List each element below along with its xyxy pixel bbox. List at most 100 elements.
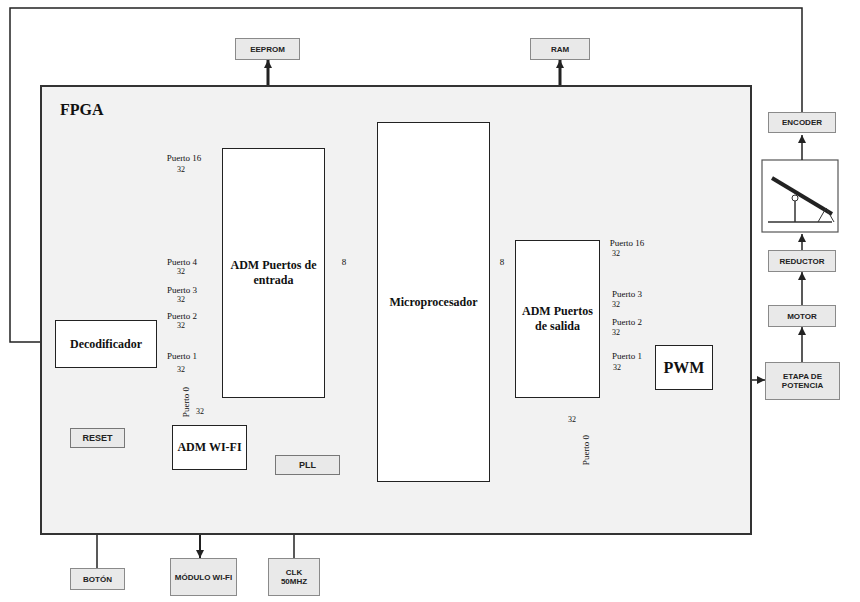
connector <box>10 8 802 342</box>
button-box: BOTÓN <box>70 568 125 590</box>
bus-slash <box>632 247 638 261</box>
port-label: Puerto 3 <box>612 290 642 299</box>
port-arrow <box>165 318 222 334</box>
connector <box>325 271 377 274</box>
ellipsis-dot <box>183 203 187 207</box>
connector <box>157 341 222 343</box>
bus-width: 32 <box>176 366 186 374</box>
node-text: MOTOR <box>787 312 817 321</box>
bus-width: 32 <box>611 301 621 309</box>
bus-width: 32 <box>611 329 621 337</box>
ellipsis-dot <box>183 218 187 222</box>
port-label: Puerto 1 <box>167 352 197 361</box>
port-arrow <box>165 264 222 280</box>
reset-box: RESET <box>70 428 125 448</box>
processor-box: Microprocesador <box>377 122 490 482</box>
bus-width: 32 <box>611 250 621 258</box>
connector-layer <box>10 8 802 568</box>
port-label: Puerto 16 <box>167 154 202 163</box>
mechanism-arrow <box>801 135 803 160</box>
port-arrow <box>165 292 222 308</box>
connector <box>293 475 295 558</box>
bus-slash <box>197 319 203 333</box>
bus-width: 32 <box>195 408 205 416</box>
decoder-box: Decodificador <box>55 320 157 368</box>
gearbox-box: REDUCTOR <box>768 250 836 272</box>
bus-slash <box>197 163 203 177</box>
node-text: PLL <box>299 460 316 470</box>
pll-box: PLL <box>275 455 340 475</box>
connector <box>490 60 560 130</box>
node-text: BOTÓN <box>83 575 112 584</box>
connector <box>268 60 400 122</box>
node-text: Decodificador <box>70 337 142 352</box>
node-text: ENCODER <box>782 118 822 127</box>
memory-box: RAM <box>530 38 590 60</box>
port-label: Puerto 0 <box>582 434 591 466</box>
node-text: ETAPA DE POTENCIA <box>769 372 836 390</box>
wifi-module-box: MÓDULO WI-FI <box>170 558 237 596</box>
port-label: 8 <box>500 258 505 267</box>
memory-box: EEPROM <box>235 38 300 60</box>
port-arrow <box>600 325 655 341</box>
power-stage-box: ETAPA DE POTENCIA <box>765 362 840 400</box>
node-text: FPGA <box>60 101 104 119</box>
sensor-box: ENCODER <box>768 112 836 133</box>
connector <box>713 379 765 381</box>
connector <box>232 398 572 520</box>
mechanism-arm <box>772 178 832 214</box>
port-label: Puerto 4 <box>167 258 197 267</box>
port-label: Puerto 2 <box>612 318 642 327</box>
mechanism-pivot <box>792 195 798 201</box>
input-port-box: ADM Puertos de entrada <box>222 148 325 398</box>
connector <box>340 464 377 466</box>
mechanism-support <box>818 208 834 222</box>
motor-box: MOTOR <box>768 305 836 327</box>
connector <box>199 470 201 558</box>
port-arrow <box>600 246 655 262</box>
node-text: PWM <box>664 359 705 377</box>
connector <box>801 272 803 305</box>
pwm-box: PWM <box>655 345 713 390</box>
node-text: ADM WI-FI <box>177 440 241 455</box>
wifi-adapter-box: ADM WI-FI <box>172 425 247 470</box>
port-arrow <box>600 297 655 313</box>
bus-slash <box>197 265 203 279</box>
bus-width: 32 <box>176 322 186 330</box>
port-label: Puerto 1 <box>611 352 643 361</box>
port-label: Puerto 0 <box>182 386 191 418</box>
node-text: EEPROM <box>250 45 285 54</box>
clock-box: CLK 50MHZ <box>268 558 320 596</box>
ellipsis-dot <box>624 264 627 267</box>
bus-width: 32 <box>176 296 186 304</box>
node-text: MÓDULO WI-FI <box>175 573 232 582</box>
port-arrow <box>165 362 222 378</box>
connector <box>490 271 515 274</box>
mechanism-post <box>794 200 796 222</box>
port-arrow-layer <box>165 162 655 378</box>
output-port-box: ADM Puertos de salida <box>515 240 600 398</box>
ellipsis-dot <box>624 278 627 281</box>
ellipsis-dot <box>624 271 627 274</box>
port-label: Puerto 2 <box>167 312 197 321</box>
port-label: 8 <box>342 258 347 267</box>
node-text: REDUCTOR <box>779 257 824 266</box>
connector <box>801 327 803 362</box>
node-text: RESET <box>82 433 112 443</box>
ellipsis-dot <box>183 233 187 237</box>
node-text: ADM Puertos de salida <box>520 304 595 334</box>
bus-width: 32 <box>176 268 186 276</box>
bus-width: 32 <box>567 416 577 424</box>
bus-slash <box>632 326 638 340</box>
node-text: Microprocesador <box>389 295 477 310</box>
mechanism-frame <box>762 160 838 232</box>
fpga-region: FPGA Decodificador ADM Puertos de entradaM… <box>40 85 752 535</box>
connector <box>600 367 655 370</box>
port-label: Puerto 16 <box>610 239 645 248</box>
port-label: Puerto 3 <box>167 286 197 295</box>
node-text: ADM Puertos de entrada <box>227 258 320 288</box>
